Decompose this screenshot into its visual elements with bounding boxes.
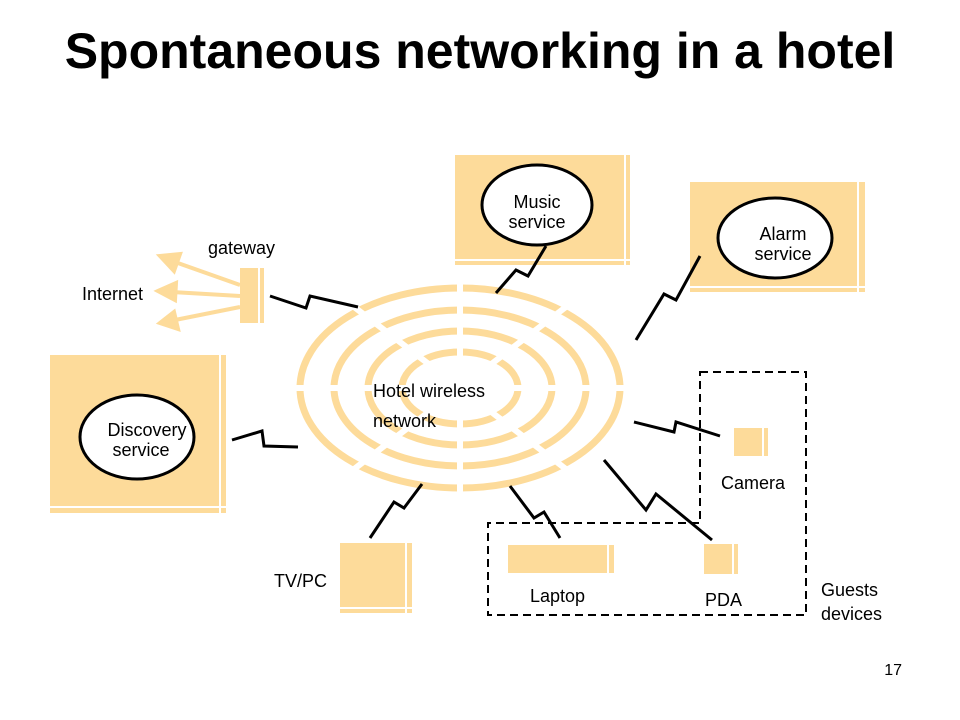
alarm-label-line1: Alarm (759, 224, 807, 244)
tv-pc-label: TV/PC (274, 571, 328, 591)
guests-label-line2: devices (821, 604, 883, 624)
link-tvpc (368, 483, 424, 539)
ring-gaps (290, 280, 630, 496)
page-number: 17 (884, 662, 902, 679)
network-label-line2: network (373, 411, 437, 431)
discovery-label-line2: service (112, 440, 170, 460)
gateway-label: gateway (208, 238, 276, 258)
gateway-device (240, 268, 264, 323)
alarm-label-line2: service (754, 244, 812, 264)
wireless-links (231, 245, 721, 542)
guests-label-line1: Guests (821, 580, 879, 600)
music-service-ellipse (480, 163, 594, 247)
link-gateway (269, 294, 359, 310)
internet-label: Internet (82, 284, 144, 304)
guests-devices-boundary (487, 371, 807, 616)
slide-title: Spontaneous networking in a hotel (64, 23, 896, 79)
internet-arrows (153, 251, 241, 333)
alarm-service-ellipse (716, 196, 834, 280)
discovery-service-ellipse (78, 393, 196, 481)
link-laptop (508, 485, 562, 539)
music-label-line1: Music (513, 192, 561, 212)
camera-label: Camera (721, 473, 786, 493)
link-alarm (634, 255, 702, 341)
link-camera (633, 420, 721, 438)
discovery-label-line1: Discovery (107, 420, 187, 440)
link-discovery (231, 429, 299, 449)
music-service-label: Music service (492, 192, 582, 232)
guests-devices-label: Guests devices (821, 578, 882, 626)
network-label: Hotel wireless network (373, 376, 485, 436)
tv-pc-device (340, 543, 412, 613)
link-pda (602, 459, 713, 542)
pda-label: PDA (705, 590, 743, 610)
network-label-line1: Hotel wireless (373, 381, 486, 401)
link-music (494, 245, 548, 294)
discovery-service-label: Discovery service (92, 420, 202, 460)
alarm-service-label: Alarm service (738, 224, 828, 264)
music-label-line2: service (508, 212, 566, 232)
laptop-device (508, 545, 614, 573)
laptop-label: Laptop (530, 586, 586, 606)
